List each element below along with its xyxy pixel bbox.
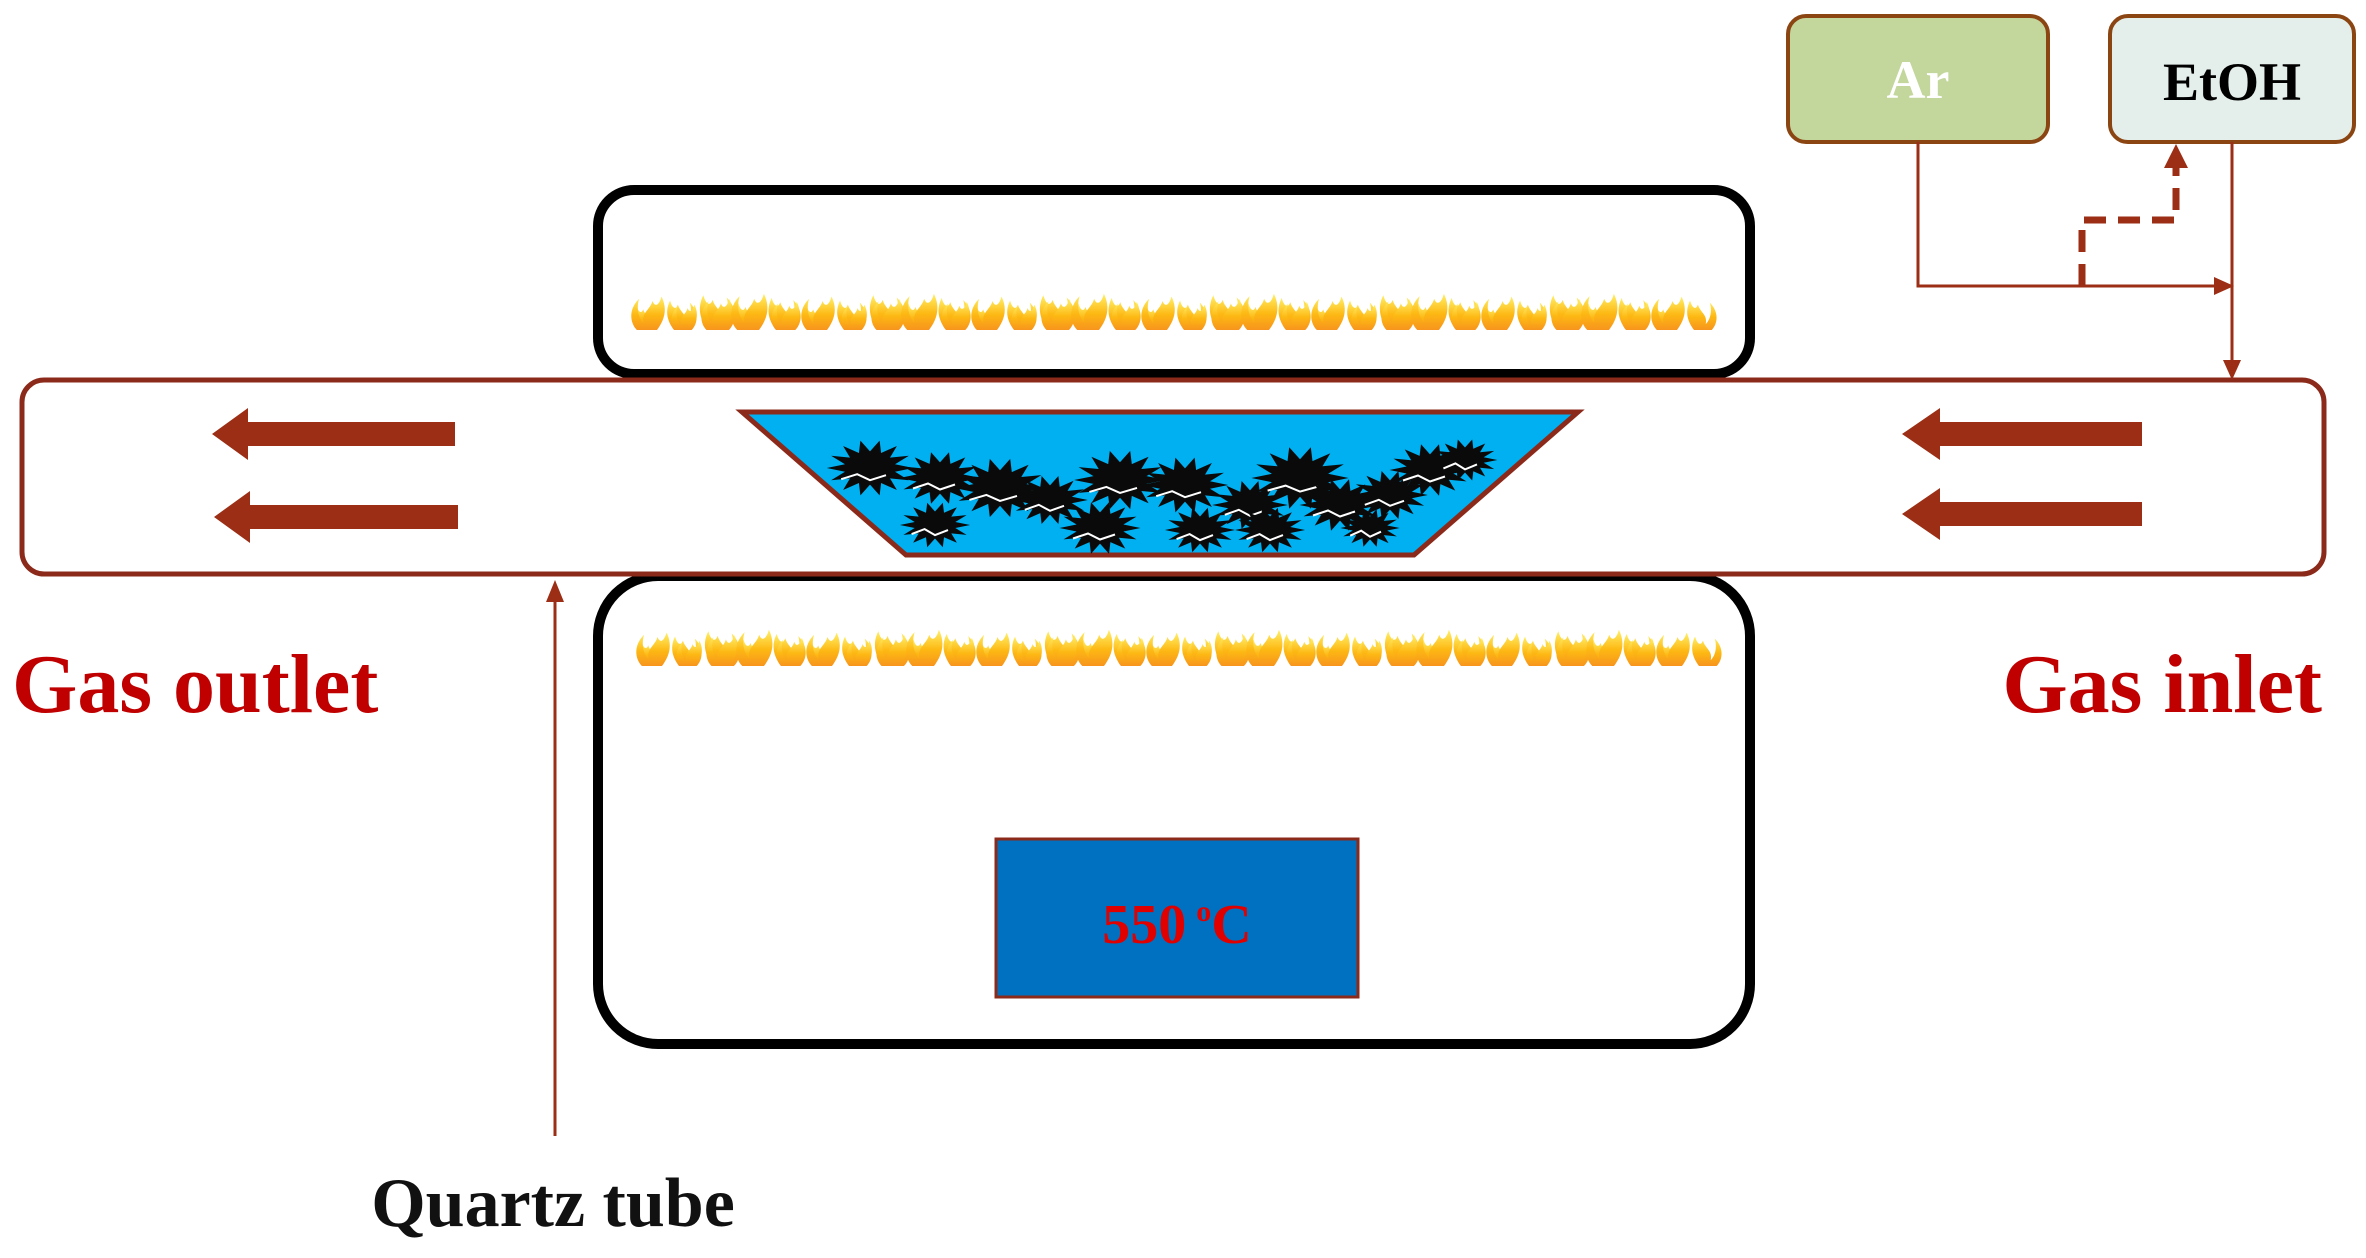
sea-urchin-particle-icon — [1352, 471, 1428, 519]
particle-highlight — [1224, 508, 1265, 517]
sea-urchin-particle-icon — [1234, 507, 1306, 553]
bubbler-line — [2078, 164, 2180, 286]
sea-urchin-particle-icon — [954, 458, 1046, 518]
ethanol-label: EtOH — [2163, 52, 2301, 112]
gas-outlet-label: Gas outlet — [12, 638, 378, 731]
sea-urchin-particle-icon — [826, 440, 914, 496]
argon-line-arrowhead — [2214, 277, 2234, 295]
outlet-flow-arrows — [212, 408, 458, 543]
ethanol-line-arrowhead — [2223, 360, 2241, 380]
bubbler-line-arrowhead — [2164, 144, 2188, 168]
particle-highlight — [1349, 529, 1382, 538]
particle-highlight — [1443, 462, 1478, 471]
sea-urchin-particle-icon — [1012, 476, 1088, 524]
upper-furnace — [593, 185, 1755, 379]
sea-urchin-particle-icon — [1141, 457, 1229, 513]
temperature-controller — [994, 837, 1360, 999]
inlet-flow-arrows — [1902, 408, 2142, 540]
sample-particles — [826, 439, 1498, 554]
left-arrow-icon — [214, 491, 458, 543]
particle-highlight — [840, 473, 887, 482]
quartz-tube-label: Quartz tube — [371, 1165, 735, 1242]
particle-highlight — [911, 527, 949, 537]
quartz-tube-pointer — [546, 580, 564, 1136]
sea-urchin-particle-icon — [899, 452, 981, 504]
particle-highlight — [1089, 485, 1138, 494]
particle-highlight — [1246, 532, 1284, 542]
left-arrow-icon — [212, 408, 455, 460]
sea-urchin-particle-icon — [899, 502, 971, 548]
sea-urchin-particle-icon — [1074, 450, 1166, 510]
particle-highlight — [1024, 503, 1065, 512]
left-arrow-icon — [1902, 408, 2142, 460]
particle-highlight — [1267, 484, 1319, 493]
gas-lines — [1916, 142, 2241, 380]
particle-highlight — [912, 482, 956, 491]
sea-urchin-particle-icon — [1432, 439, 1498, 481]
argon-label: Ar — [1887, 50, 1950, 110]
sea-urchin-particle-icon — [1340, 509, 1400, 547]
particle-highlight — [969, 493, 1018, 502]
sea-urchin-particle-icon — [1164, 507, 1236, 553]
particle-highlight — [1402, 474, 1446, 483]
sea-urchin-particle-icon — [1059, 502, 1141, 554]
particle-highlight — [1364, 498, 1405, 507]
particle-highlight — [1312, 509, 1356, 518]
particle-highlight — [1176, 532, 1214, 542]
gas-inlet-label: Gas inlet — [2002, 638, 2322, 731]
left-arrow-icon — [1902, 488, 2142, 540]
particle-highlight — [1072, 532, 1116, 541]
argon-line — [1916, 142, 2224, 288]
particle-highlight — [1155, 490, 1202, 499]
